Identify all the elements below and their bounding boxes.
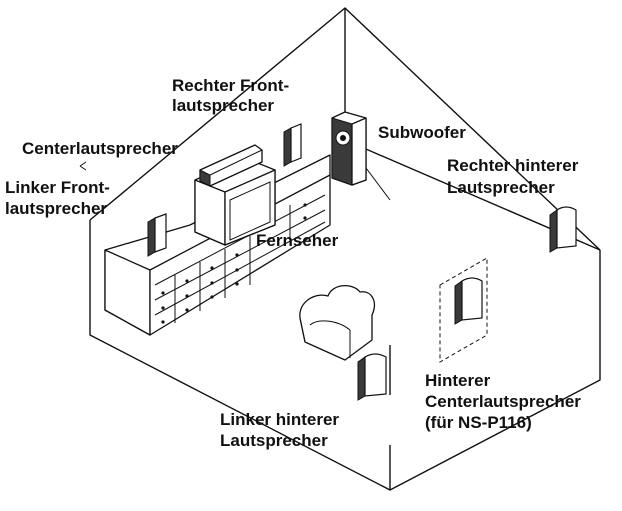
right-front-speaker — [283, 123, 302, 167]
label-right-front-speaker: Rechter Front- lautsprecher — [172, 76, 294, 115]
label-left-front-speaker: Linker Front- lautsprecher — [5, 178, 115, 218]
subwoofer — [331, 111, 367, 186]
armchair — [299, 285, 375, 361]
rear-center-speaker — [439, 257, 488, 363]
label-center-speaker: Centerlautsprecher — [22, 139, 178, 158]
left-rear-speaker — [357, 353, 387, 401]
label-leaders — [79, 161, 87, 171]
tv-cabinet — [104, 154, 331, 336]
left-front-speaker — [147, 213, 167, 257]
label-right-rear-speaker: Rechter hinterer Lautsprecher — [447, 156, 583, 197]
right-rear-speaker — [549, 206, 577, 253]
label-subwoofer: Subwoofer — [378, 123, 466, 142]
label-rear-center-speaker: Hinterer Centerlautsprecher (für NS-P116… — [425, 371, 586, 432]
center-speaker — [199, 144, 263, 187]
label-left-rear-speaker: Linker hinterer Lautsprecher — [220, 410, 344, 450]
label-television: Fernseher — [256, 231, 339, 250]
